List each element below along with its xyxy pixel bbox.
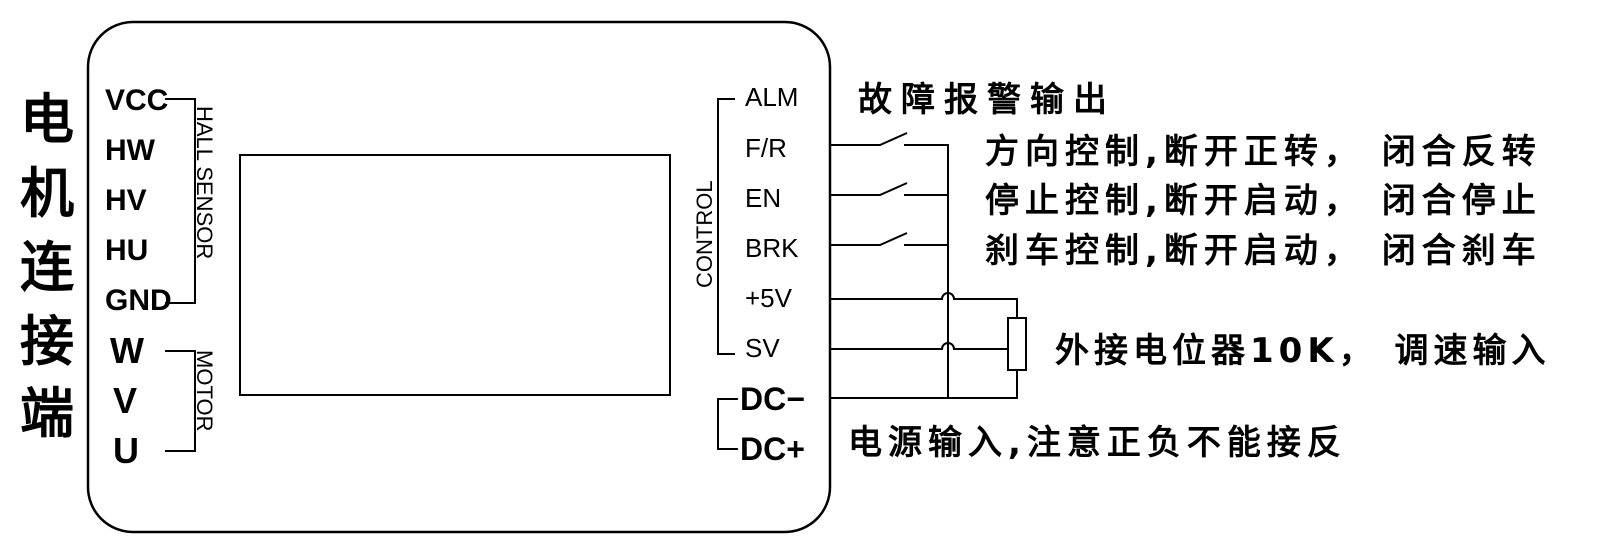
title-char-1: 机 — [20, 162, 74, 225]
stop-annotation: 停止控制,断开启动， 闭合停止 — [985, 181, 1542, 221]
direction-annotation: 方向控制,断开正转， 闭合反转 — [985, 132, 1542, 172]
control-pin-fr: F/R — [745, 133, 787, 163]
en-switch — [830, 182, 908, 196]
plus5v-wire — [830, 292, 1018, 318]
title-char-2: 连 — [20, 236, 74, 299]
power-pin-dc-plus: DC+ — [740, 431, 805, 467]
hall-pin-gnd: GND — [105, 284, 172, 317]
controller-outline — [86, 20, 832, 534]
hall-pin-hw: HW — [105, 134, 156, 167]
sv-wire — [830, 342, 1002, 350]
potentiometer-annotation: 外接电位器10K， 调速输入 — [1055, 331, 1551, 371]
power-pin-group: DC− DC+ — [740, 381, 805, 467]
display-window — [239, 154, 671, 396]
control-pin-5v: +5V — [745, 283, 793, 313]
fr-switch — [830, 132, 908, 146]
control-pin-alm: ALM — [745, 82, 798, 112]
brk-switch — [830, 232, 908, 246]
alarm-annotation: 故障报警输出 — [858, 80, 1116, 120]
potentiometer — [1007, 317, 1027, 371]
control-label: CONTROL — [692, 180, 717, 288]
common-return-wire — [904, 144, 949, 398]
dc-minus-wire — [830, 370, 1018, 399]
power-bracket — [717, 398, 738, 450]
control-pin-group: ALM F/R EN BRK +5V SV — [745, 82, 799, 363]
brake-annotation: 刹车控制,断开启动， 闭合刹车 — [985, 231, 1542, 271]
control-pin-brk: BRK — [745, 233, 799, 263]
title-char-0: 电 — [20, 88, 74, 151]
hall-pin-vcc: VCC — [105, 84, 168, 117]
title-char-3: 接 — [20, 310, 74, 373]
hall-sensor-label: HALL SENSOR — [192, 106, 217, 259]
hall-pin-group: VCC HW HV HU GND — [105, 84, 172, 317]
motor-pin-group: W V U — [110, 330, 144, 471]
power-annotation: 电源输入,注意正负不能接反 — [848, 423, 1347, 463]
motor-pin-w: W — [110, 330, 144, 371]
control-bracket — [717, 98, 735, 355]
motor-label: MOTOR — [192, 350, 217, 431]
hall-pin-hv: HV — [105, 184, 147, 217]
motor-bracket — [165, 350, 196, 452]
hall-pin-hu: HU — [105, 234, 148, 267]
hall-bracket — [165, 98, 196, 304]
motor-connection-title: 电 机 连 接 端 — [20, 88, 74, 445]
motor-pin-u: U — [113, 430, 139, 471]
annotation-group: 故障报警输出 方向控制,断开正转， 闭合反转 停止控制,断开启动， 闭合停止 刹… — [848, 80, 1551, 463]
control-pin-sv: SV — [745, 333, 780, 363]
switch-wiring — [830, 132, 1018, 399]
motor-pin-v: V — [113, 380, 137, 421]
title-char-4: 端 — [20, 382, 74, 445]
power-pin-dc-minus: DC− — [740, 381, 805, 417]
control-pin-en: EN — [745, 183, 781, 213]
